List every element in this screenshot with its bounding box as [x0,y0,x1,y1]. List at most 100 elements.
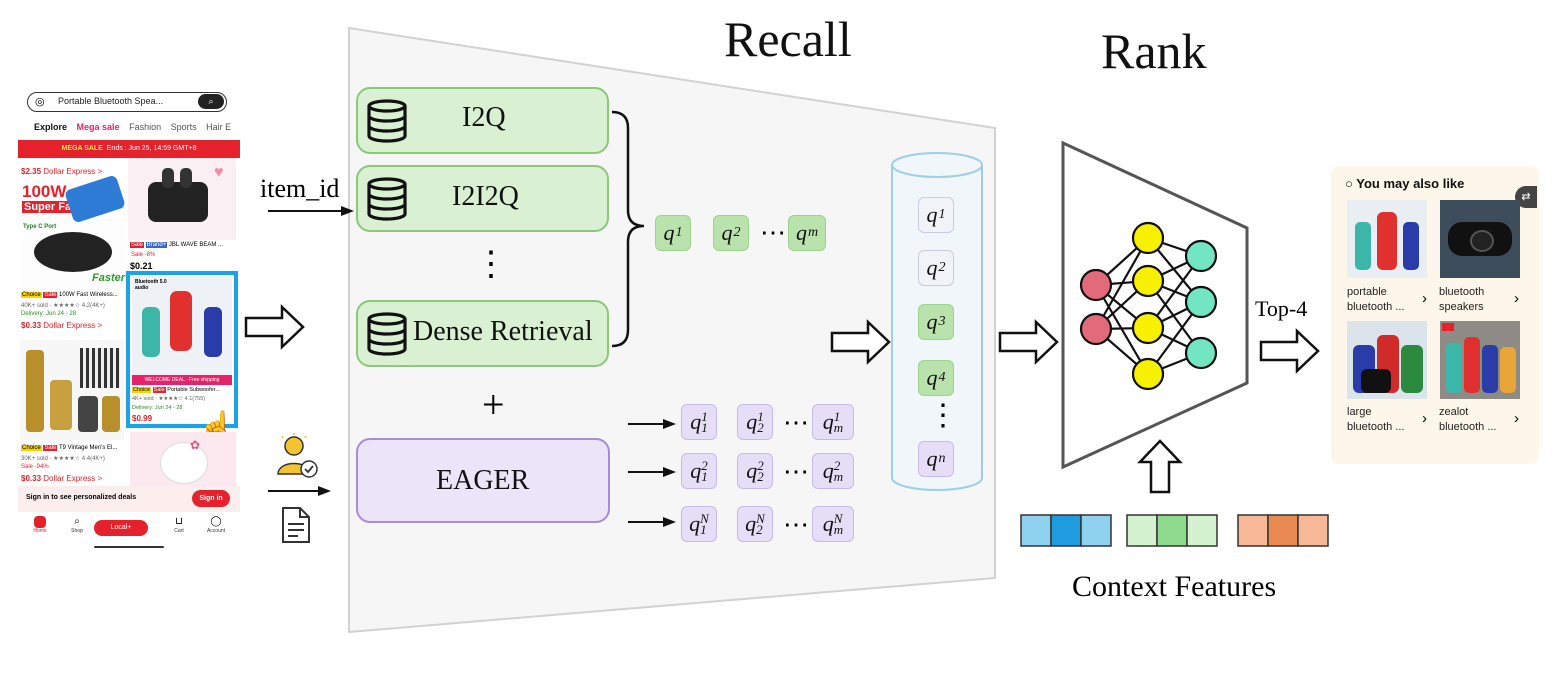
nav-local-plus[interactable]: Local+ [94,520,148,536]
item-id-label: item_id [260,174,340,203]
nav-shop[interactable]: ⌕ Shop [68,516,86,534]
charger-title: Choice Sale 100W Fast Wireless... [21,292,118,298]
charger-price: $0.33 Dollar Express > [21,321,103,330]
recall-heading: Recall [724,11,852,67]
query-ellipsis: ⋯ [760,218,786,247]
plush-product-image[interactable]: ✿ [130,432,236,488]
earbuds-product-image[interactable]: ♥ [128,158,236,240]
nav-account[interactable]: ◯ Account [204,516,228,534]
phone-to-recall-arrow [244,304,305,350]
charger-product-image[interactable]: 100W Super Fast Type C Port Faster [20,174,126,288]
speaker-deal-banner: WELCOME DEAL · Free shipping [132,375,232,385]
eager-box [356,438,610,523]
output-node [1184,285,1218,319]
rank-to-result-arrow [1259,328,1320,374]
context-to-rank-arrow [1137,439,1183,494]
phone-bottom-nav: Home ⌕ Shop Local+ ⊔ Cart ◯ Account [18,516,240,548]
chevron-right-icon[interactable]: › [1514,290,1519,307]
refresh-icon[interactable]: ⇄ [1515,186,1537,208]
hidden-node [1131,311,1165,345]
plus-sign: + [482,382,505,427]
result-item-image[interactable] [1347,200,1427,278]
result-item-image[interactable] [1440,200,1520,278]
document-icon [282,507,310,543]
hidden-node [1131,357,1165,391]
source-label-dense-retrieval: Dense Retrieval [413,316,593,347]
input-node [1079,312,1113,346]
phone-tab[interactable]: Explore [34,122,68,132]
source-box-i2q [356,87,609,154]
phone-tab[interactable]: Sports [170,122,197,132]
recall-to-candidates-arrow [830,319,891,365]
source-label-i2q: I2Q [462,102,506,133]
trimmer-title: Choice Sale T9 Vintage Men's El... [21,445,118,451]
phone-search-button[interactable]: ⌕ [198,94,224,109]
account-icon: ◯ [210,516,222,527]
candidates-to-rank-arrow [998,319,1059,365]
search-icon: ○ [1345,176,1353,191]
phone-mega-sale-banner[interactable]: MEGA SALE Ends : Jun 25, 14:59 GMT+8 [18,140,240,158]
phone-search-bar[interactable]: ◎ Portable Bluetooth Spea... ⌕ [27,92,227,112]
phone-tab[interactable]: Mega sale [76,122,120,132]
home-icon [34,516,46,528]
phone-tabs: Explore Mega sale Fashion Sports Hair E [34,122,231,132]
nav-cart[interactable]: ⊔ Cart [170,516,188,534]
result-item-image[interactable] [1440,321,1520,399]
query-ellipsis: ⋯ [783,408,809,437]
chevron-right-icon[interactable]: › [1514,410,1519,427]
rank-trapezoid [1061,140,1249,470]
cart-icon: ⊔ [175,516,183,527]
query-ellipsis: ⋯ [783,457,809,486]
phone-signin-bar: Sign in to see personalized deals Sign i… [18,486,240,512]
eager-label: EAGER [436,465,530,496]
camera-icon[interactable]: ◎ [35,96,45,108]
query-ellipsis: ⋯ [783,510,809,539]
charger-sold: 40K+ sold · ★★★★☆ 4.2(4K+) [21,303,105,309]
hidden-node [1131,221,1165,255]
top-4-label: Top-4 [1255,296,1308,321]
database-icon [367,177,407,221]
trimmer-product-image[interactable] [20,340,124,440]
speaker-title: Choice Sale Portable Subwoofer... [132,387,220,393]
result-item-image[interactable] [1347,321,1427,399]
earbuds-sale: Sale -8% [131,252,156,258]
chevron-right-icon[interactable]: › [1422,290,1427,307]
context-features-label: Context Features [1072,570,1277,603]
nav-home[interactable]: Home [32,516,48,534]
source-label-i2i2q: I2I2Q [452,181,519,212]
trimmer-sale: Sale -94% [21,464,49,470]
phone-tab[interactable]: Hair E [206,122,232,132]
neural-network-nodes [1079,221,1218,391]
chevron-right-icon[interactable]: › [1422,410,1427,427]
speaker-delivery: Delivery: Jun 24 - 28 [132,405,183,411]
phone-tab[interactable]: Fashion [129,122,162,132]
signin-prompt: Sign in to see personalized deals [26,494,137,501]
signin-button[interactable]: Sign in [192,490,230,507]
candidate-vertical-ellipsis: ⋮ [928,399,958,432]
user-check-icon [277,433,318,478]
phone-search-text: Portable Bluetooth Spea... [58,96,164,106]
trimmer-sold: 30K+ sold · ★★★★☆ 4.4(4K+) [21,456,105,462]
phone-screenshot: ◎ Portable Bluetooth Spea... ⌕ Explore M… [18,88,240,548]
